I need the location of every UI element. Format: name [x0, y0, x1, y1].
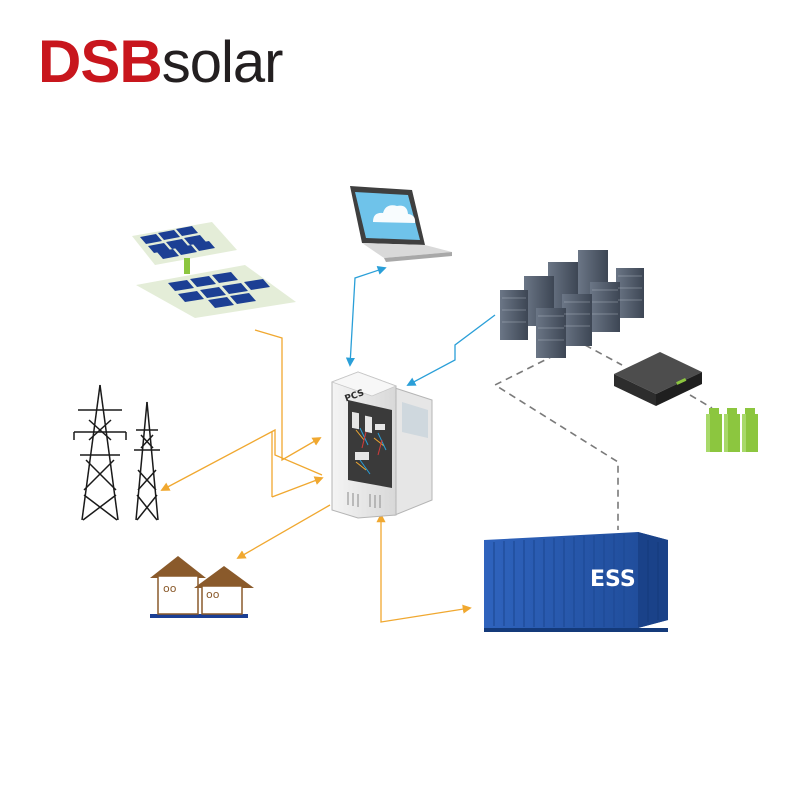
solar-panel-icon — [132, 222, 296, 318]
cloud-to-pcs-line — [345, 265, 387, 367]
solar-to-pcs-line — [254, 329, 322, 462]
inverter-box-icon — [614, 352, 702, 406]
logo-brand: DSB — [38, 28, 163, 95]
bms-to-pcs-line — [406, 314, 496, 386]
battery-icon — [706, 408, 758, 452]
logo: DSBsolar — [38, 28, 284, 95]
power-grid-tower-icon — [73, 384, 160, 521]
house-icon: oo oo — [150, 556, 254, 618]
grid-to-pcs-line — [160, 428, 324, 498]
dashed-links — [493, 344, 713, 530]
pcs-to-ess-line — [376, 513, 472, 623]
svg-text:oo: oo — [206, 588, 220, 601]
pcs-cabinet-icon: PCS — [330, 371, 433, 519]
pcs-to-house-line — [236, 504, 331, 559]
ess-label: ESS — [590, 567, 636, 592]
cloud-laptop-icon — [350, 186, 452, 262]
svg-text:oo: oo — [163, 582, 177, 595]
ess-container-icon: ESS — [484, 532, 668, 632]
logo-suffix: solar — [161, 30, 284, 95]
bms-server-rack-icon — [500, 250, 644, 358]
